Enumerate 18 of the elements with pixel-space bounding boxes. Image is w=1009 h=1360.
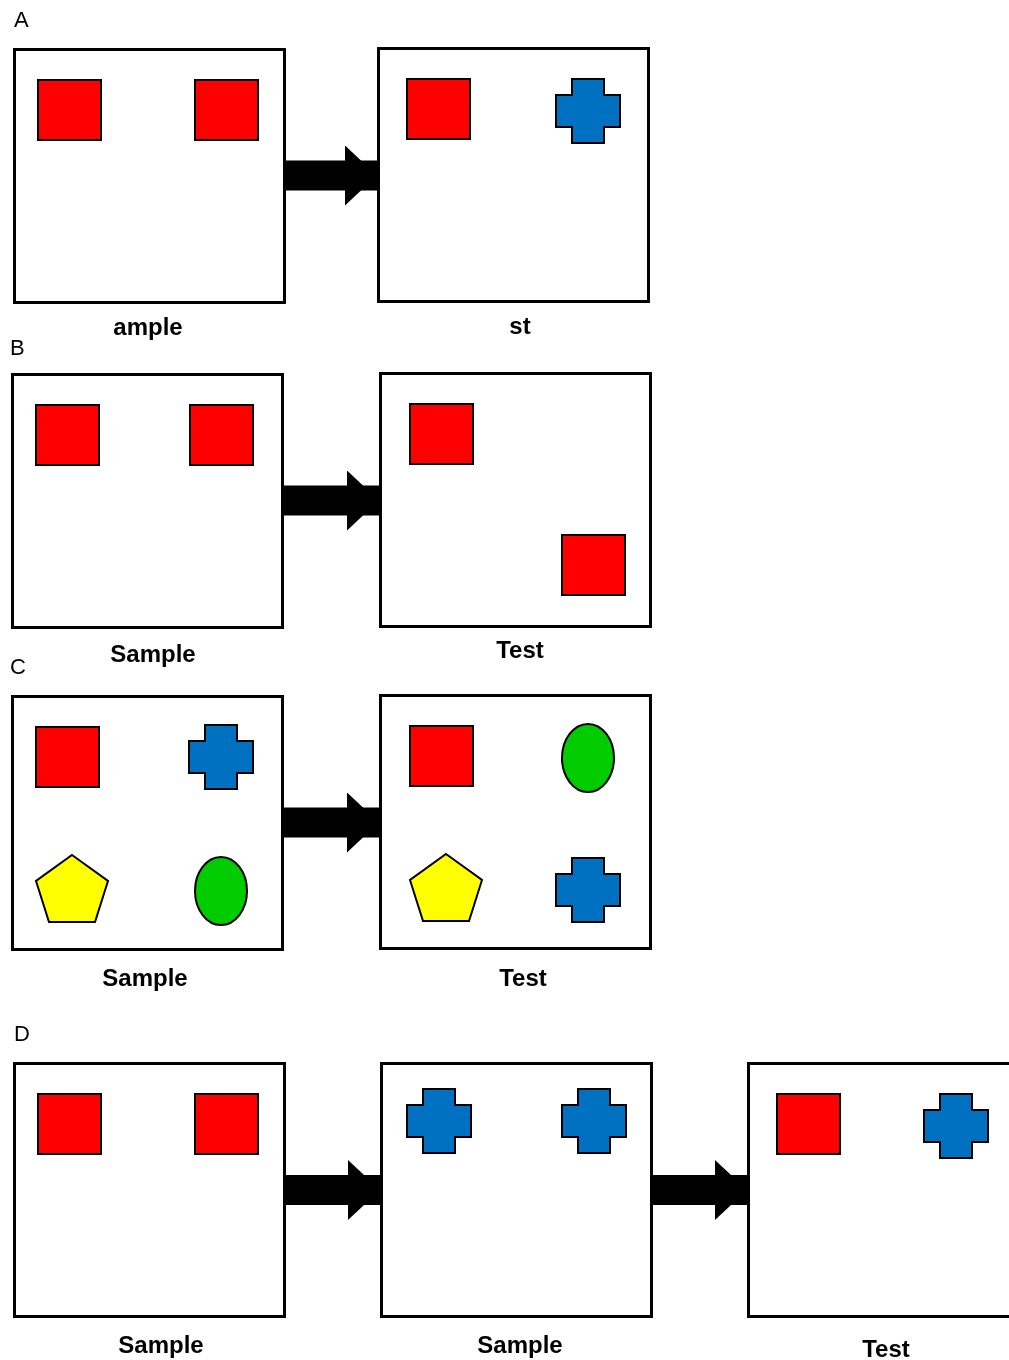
panel-letter: C [10, 655, 26, 679]
panel-letter: D [14, 1022, 30, 1046]
panel-caption: Test [496, 636, 544, 664]
arrow [653, 1160, 747, 1220]
arrow [284, 470, 379, 531]
arrow [286, 1160, 380, 1220]
panel-letter: A [14, 8, 29, 32]
panel-caption: Test [499, 964, 547, 992]
arrow [284, 792, 379, 853]
panel-caption: Test [862, 1335, 910, 1360]
arrow [286, 145, 377, 206]
panel-caption: Sample [110, 640, 196, 668]
panel-caption: Sample [102, 964, 188, 992]
panel-caption: st [509, 312, 531, 340]
panel-caption: ample [113, 313, 183, 341]
panel-caption: Sample [118, 1331, 204, 1359]
panel-caption: Sample [477, 1331, 563, 1359]
panel-letter: B [10, 336, 25, 360]
